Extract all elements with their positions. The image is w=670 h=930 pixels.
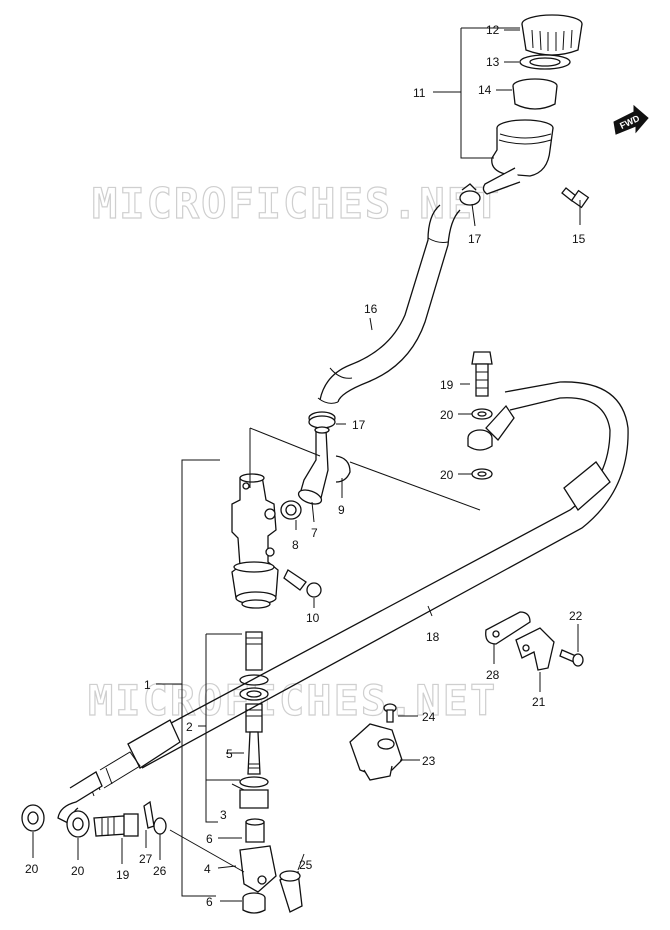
screw-15 <box>561 187 590 209</box>
callout-6b: 6 <box>206 895 213 909</box>
callout-1: 1 <box>144 678 151 692</box>
callout-28: 28 <box>486 668 500 682</box>
washer-26 <box>153 817 167 835</box>
brake-hose-18 <box>57 381 629 825</box>
master-cylinder-body <box>231 473 279 609</box>
callout-24: 24 <box>422 710 436 724</box>
washer-20-b <box>471 468 493 480</box>
clamp-17-top <box>459 183 481 206</box>
callout-10: 10 <box>306 611 320 625</box>
circlip-9 <box>335 455 351 483</box>
washer-20-a <box>471 408 493 420</box>
washer-20-c <box>21 804 45 832</box>
callout-18: 18 <box>426 630 440 644</box>
callout-11: 11 <box>413 86 426 100</box>
callout-22: 22 <box>569 609 583 623</box>
callout-20b: 20 <box>440 468 454 482</box>
callout-20c: 20 <box>25 862 39 876</box>
banjo-fitting-top <box>467 429 493 451</box>
callout-2: 2 <box>186 720 193 734</box>
washer-20-d <box>66 810 90 838</box>
pin-25 <box>279 870 303 913</box>
bracket-23 <box>349 723 403 781</box>
pushrod-assembly <box>239 631 269 843</box>
callout-25: 25 <box>299 858 313 872</box>
screw-10 <box>283 569 322 598</box>
callout-15: 15 <box>572 232 586 246</box>
bracket-21 <box>515 627 555 671</box>
callout-7: 7 <box>311 526 318 540</box>
callout-12: 12 <box>486 23 500 37</box>
diaphragm-plate-13 <box>519 54 571 70</box>
callout-27: 27 <box>139 852 153 866</box>
o-ring-8 <box>280 500 302 520</box>
callout-21: 21 <box>532 695 546 709</box>
diaphragm-14 <box>512 78 558 110</box>
watermark-top: MICROFICHES.NET <box>92 179 501 228</box>
screw-24 <box>383 703 397 723</box>
fwd-arrow-icon: FWD <box>613 104 649 135</box>
callout-13: 13 <box>486 55 500 69</box>
reservoir-cap-12 <box>521 14 583 56</box>
callout-4: 4 <box>204 862 211 876</box>
callout-14: 14 <box>478 83 492 97</box>
clamp-17-lower <box>308 411 336 429</box>
callout-20a: 20 <box>440 408 454 422</box>
banjo-bolt-19-bottom <box>93 813 139 837</box>
banjo-bolt-19-top <box>471 351 493 397</box>
callout-5: 5 <box>226 747 233 761</box>
clevis-4 <box>239 845 277 893</box>
nut-6-bottom <box>242 892 266 914</box>
callout-17a: 17 <box>468 232 482 246</box>
cotter-pin-27 <box>143 800 155 829</box>
bolt-22 <box>559 649 584 667</box>
watermark-bottom: MICROFICHES.NET <box>88 676 497 725</box>
callout-9: 9 <box>338 503 345 517</box>
reservoir-hose-16 <box>317 204 461 404</box>
plate-28 <box>485 611 531 645</box>
callout-19b: 19 <box>116 868 130 882</box>
callout-19a: 19 <box>440 378 454 392</box>
callout-3: 3 <box>220 808 227 822</box>
callout-6a: 6 <box>206 832 213 846</box>
callout-26: 26 <box>153 864 167 878</box>
callout-17b: 17 <box>352 418 366 432</box>
callout-16: 16 <box>364 302 378 316</box>
hose-fitting-7 <box>297 426 330 505</box>
callout-8: 8 <box>292 538 299 552</box>
callout-23: 23 <box>422 754 436 768</box>
callout-20d: 20 <box>71 864 85 878</box>
reservoir-body <box>482 119 554 195</box>
